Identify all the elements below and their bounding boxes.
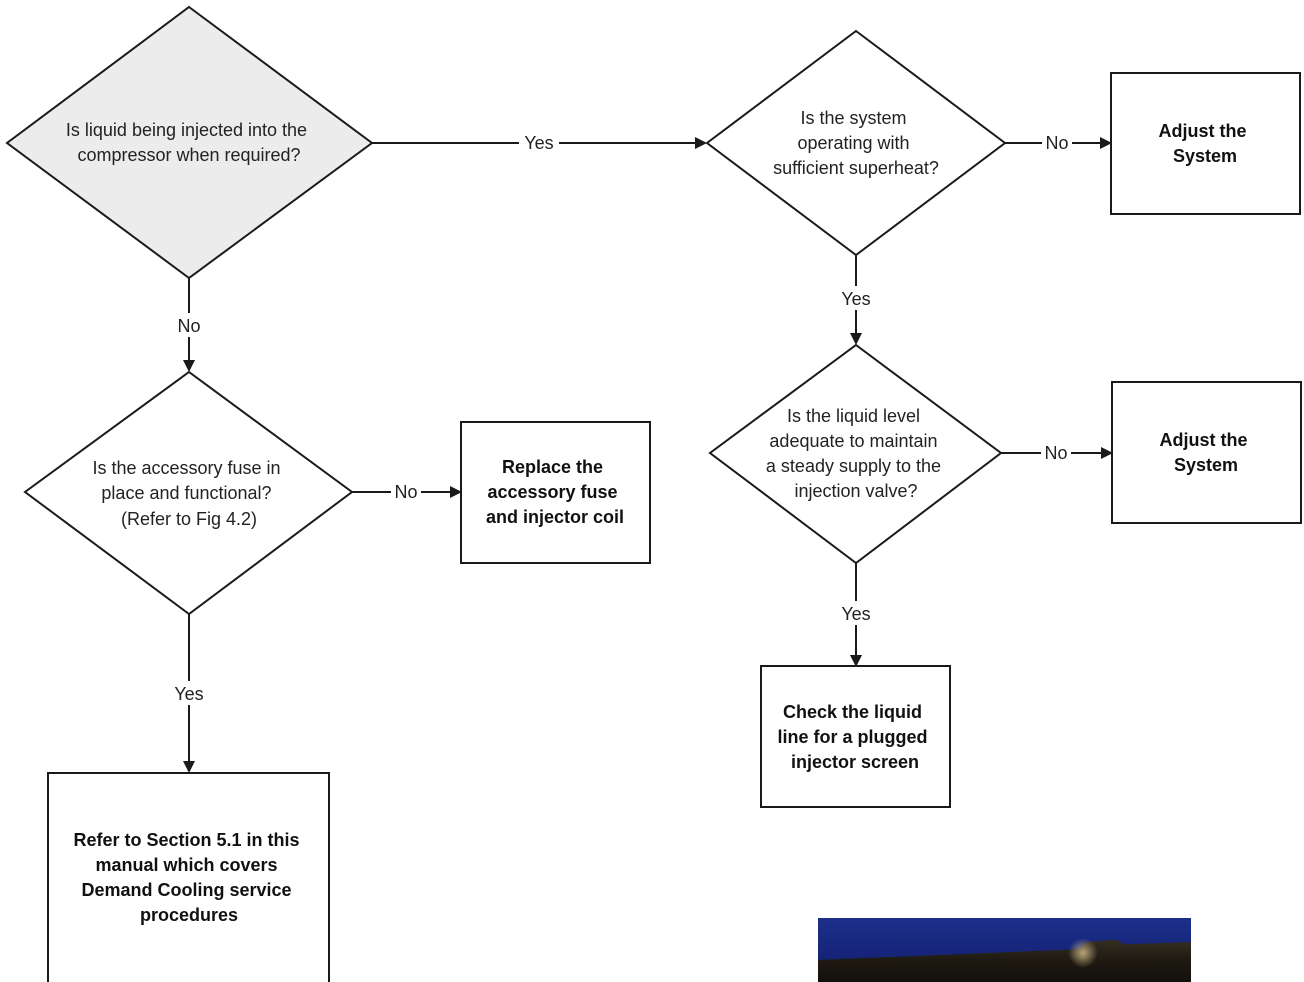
- decision-accessory-fuse-text: Is the accessory fuse in place and funct…: [92, 458, 285, 529]
- decision-liquid-level: [708, 343, 1003, 565]
- edge-label-yes: Yes: [841, 604, 870, 624]
- edge-label-yes: Yes: [841, 289, 870, 309]
- edge-label-no: No: [177, 316, 200, 336]
- action-refer-section-text: Refer to Section 5.1 in this manual whic…: [73, 830, 304, 925]
- edge-label-no: No: [1045, 133, 1068, 153]
- decision-liquid-injected-text: Is liquid being injected into the compre…: [66, 120, 312, 165]
- edge-label-yes: Yes: [174, 684, 203, 704]
- action-check-liquid-line-text: Check the liquid line for a plugged inje…: [777, 702, 932, 772]
- action-adjust-system-1: [1110, 72, 1301, 215]
- edge-label-no: No: [394, 482, 417, 502]
- decision-liquid-level-text: Is the liquid level adequate to maintain…: [766, 406, 946, 501]
- edge-label-yes: Yes: [524, 133, 553, 153]
- action-adjust-system-2: [1111, 381, 1302, 524]
- decision-liquid-injected: [5, 5, 374, 280]
- decision-superheat: [705, 29, 1007, 257]
- action-adjust-system-2-text: Adjust the System: [1159, 430, 1252, 475]
- action-refer-section: [47, 772, 330, 982]
- decision-superheat-text: Is the system operating with sufficient …: [773, 108, 939, 178]
- action-replace-fuse-text: Replace the accessory fuse and injector …: [486, 457, 624, 527]
- action-check-liquid-line: [760, 665, 951, 808]
- equipment-photo: [818, 918, 1191, 982]
- action-adjust-system-1-text: Adjust the System: [1158, 121, 1251, 166]
- edge-label-no: No: [1044, 443, 1067, 463]
- decision-accessory-fuse: [23, 370, 354, 616]
- action-replace-fuse: [460, 421, 651, 564]
- photo-highlight: [1068, 938, 1098, 968]
- photo-object: [818, 939, 1191, 982]
